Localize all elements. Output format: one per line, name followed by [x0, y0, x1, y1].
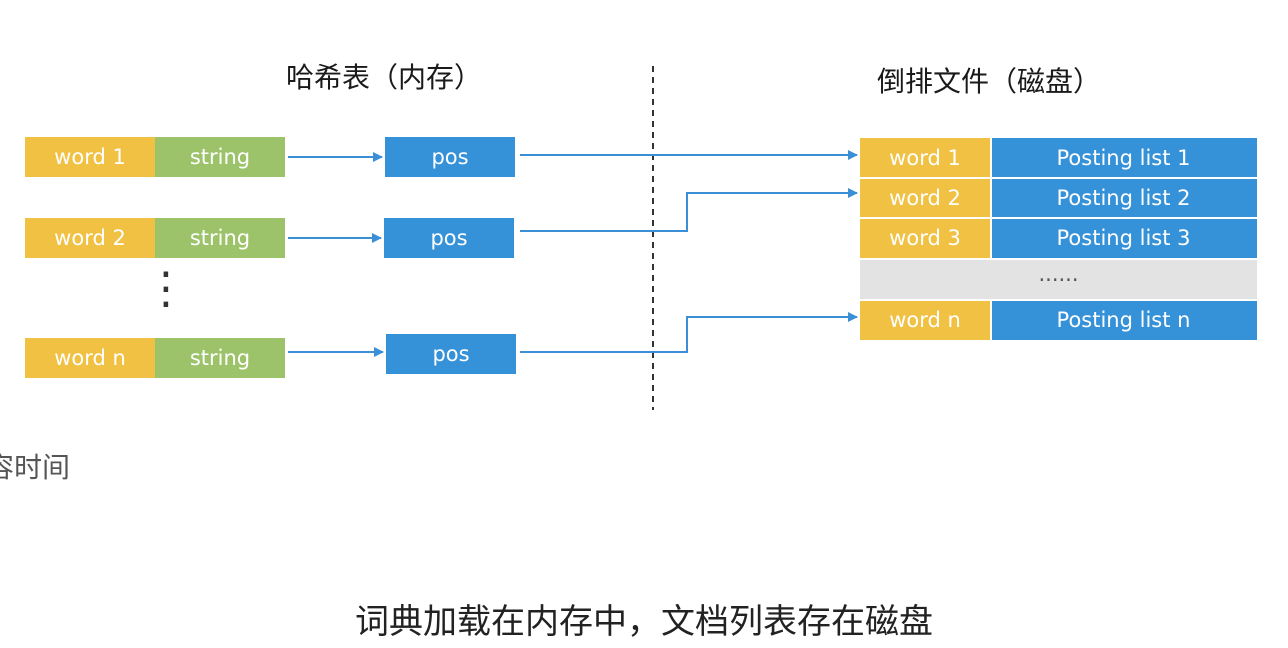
inv-separator: [860, 217, 1257, 219]
inv-word-1: word 1: [860, 138, 990, 178]
hash-word-2: word 2: [25, 218, 155, 258]
hash-table-title: 哈希表（内存）: [286, 61, 483, 94]
hash-string-n: string: [155, 338, 285, 378]
inv-separator: [860, 299, 1257, 301]
hash-word-1: word 1: [25, 137, 155, 177]
hash-string-2: string: [155, 218, 285, 258]
arrow-pos-inv-n: [520, 312, 858, 353]
inv-word-2: word 2: [860, 178, 990, 218]
hash-string-1: string: [155, 137, 285, 177]
inv-posting-1: Posting list 1: [990, 138, 1257, 178]
inv-word-3: word 3: [860, 218, 990, 258]
inv-posting-n: Posting list n: [990, 300, 1257, 340]
caption: 词典加载在内存中，文档列表存在磁盘: [355, 602, 933, 642]
hash-word-n: word n: [25, 338, 155, 378]
inv-posting-3: Posting list 3: [990, 218, 1257, 258]
inv-column-separator: [990, 300, 992, 340]
hash-pos-2: pos: [384, 218, 514, 258]
inv-column-separator: [990, 138, 992, 258]
inv-word-n: word n: [860, 300, 990, 340]
hash-pos-n: pos: [386, 334, 516, 374]
hash-pos-1: pos: [385, 137, 515, 177]
inv-posting-2: Posting list 2: [990, 178, 1257, 218]
side-fragment-text: 容时间: [0, 451, 71, 484]
inverted-file-title: 倒排文件（磁盘）: [877, 65, 1102, 98]
arrow-pos-inv-2: [520, 188, 858, 232]
inv-separator: [860, 177, 1257, 179]
inv-separator: [860, 258, 1257, 260]
hash-ellipsis: ⋮: [144, 263, 188, 314]
inv-gap-row: ......: [860, 260, 1257, 300]
